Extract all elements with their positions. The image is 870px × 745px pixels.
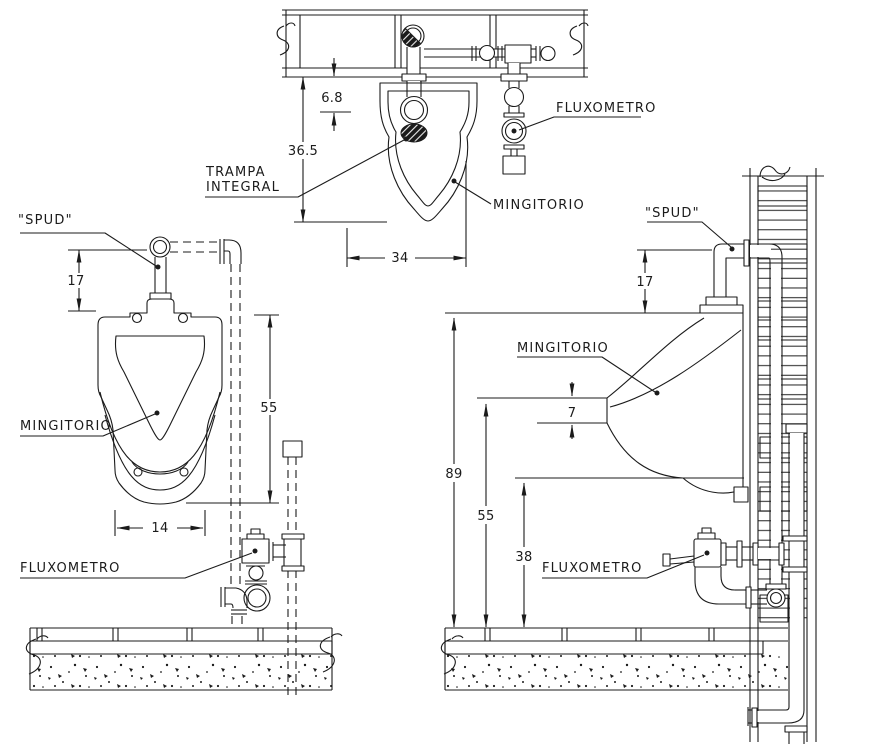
dim-plan-wall-offset: 6.8: [321, 91, 343, 106]
label-mingitorio-front: MINGITORIO: [20, 419, 112, 434]
floor-break-symbol: [25, 635, 49, 675]
dim-plan-depth: 36.5: [288, 144, 318, 159]
urinal-side: [606, 296, 749, 503]
dim-side-valve-floor: 38: [515, 550, 532, 565]
dim-side-spud-height: 17: [636, 275, 653, 290]
urinal-plan: [379, 82, 478, 222]
side-dimensions: 17 7 89 55 38: [440, 249, 744, 628]
floor-ticks: [36, 628, 264, 641]
front-spud-piping: [149, 236, 303, 700]
pipe-cap: [282, 440, 303, 458]
label-fluxometro-front: FLUXOMETRO: [20, 561, 121, 576]
label-mingitorio-plan: MINGITORIO: [493, 198, 585, 213]
dim-side-lip-thickness: 7: [568, 406, 577, 421]
plan-wall: [276, 9, 589, 78]
floor-break-symbol: [319, 633, 343, 673]
side-view: 17 7 89 55 38 "SPUD" MINGITORIO FLUXOMET…: [440, 206, 808, 744]
label-spud-front: "SPUD": [18, 213, 73, 228]
dim-side-lip-floor: 55: [477, 509, 494, 524]
side-spud-piping: [713, 239, 787, 608]
plan-labels: TRAMPA INTEGRAL MINGITORIO FLUXOMETRO: [205, 101, 657, 213]
dim-front-spud-height: 17: [67, 274, 84, 289]
plan-view: 6.8 36.5 34 TRAMPA INTEGRAL MINGITORIO F…: [205, 9, 657, 267]
pipe-cap: [540, 45, 556, 62]
label-trampa-integral-line2: INTEGRAL: [206, 180, 280, 195]
flush-valve-front: [220, 528, 305, 628]
flush-valve-side: [662, 527, 785, 609]
front-view: 17 55 14 "SPUD" MINGITORIO FLUXOMETRO: [18, 213, 305, 700]
floor-slab-left: [25, 627, 343, 691]
wall-break-symbol: [569, 22, 589, 56]
label-fluxometro-side: FLUXOMETRO: [542, 561, 643, 576]
label-mingitorio-side: MINGITORIO: [517, 341, 609, 356]
plan-dimensions: 6.8 36.5 34: [282, 58, 467, 267]
floor-slab-right: [440, 627, 788, 691]
plan-piping: [401, 24, 556, 175]
dim-front-body-height: 55: [260, 401, 277, 416]
spud-fitting: [149, 236, 171, 258]
urinal-front: [97, 298, 223, 505]
pipe-union: [478, 44, 496, 62]
flush-valve-plan: [501, 81, 527, 175]
label-fluxometro-plan: FLUXOMETRO: [556, 101, 657, 116]
pipe-tee: [504, 44, 532, 64]
dim-side-spud-floor: 89: [445, 467, 462, 482]
valve-handle: [662, 553, 671, 567]
floor-break-symbol: [440, 635, 464, 675]
label-trampa-integral-line1: TRAMPA: [205, 165, 266, 180]
side-labels: "SPUD" MINGITORIO FLUXOMETRO: [517, 206, 735, 579]
floor-ticks: [484, 628, 715, 641]
drain-stack: [747, 423, 808, 744]
front-dimensions: 17 55 14: [63, 249, 283, 536]
label-spud-side: "SPUD": [645, 206, 700, 221]
dim-front-drain-spacing: 14: [151, 521, 168, 536]
wall-break-symbol: [759, 165, 791, 182]
wall-break-symbol: [276, 22, 296, 56]
dim-plan-width: 34: [391, 251, 408, 266]
front-labels: "SPUD" MINGITORIO FLUXOMETRO: [18, 213, 253, 579]
